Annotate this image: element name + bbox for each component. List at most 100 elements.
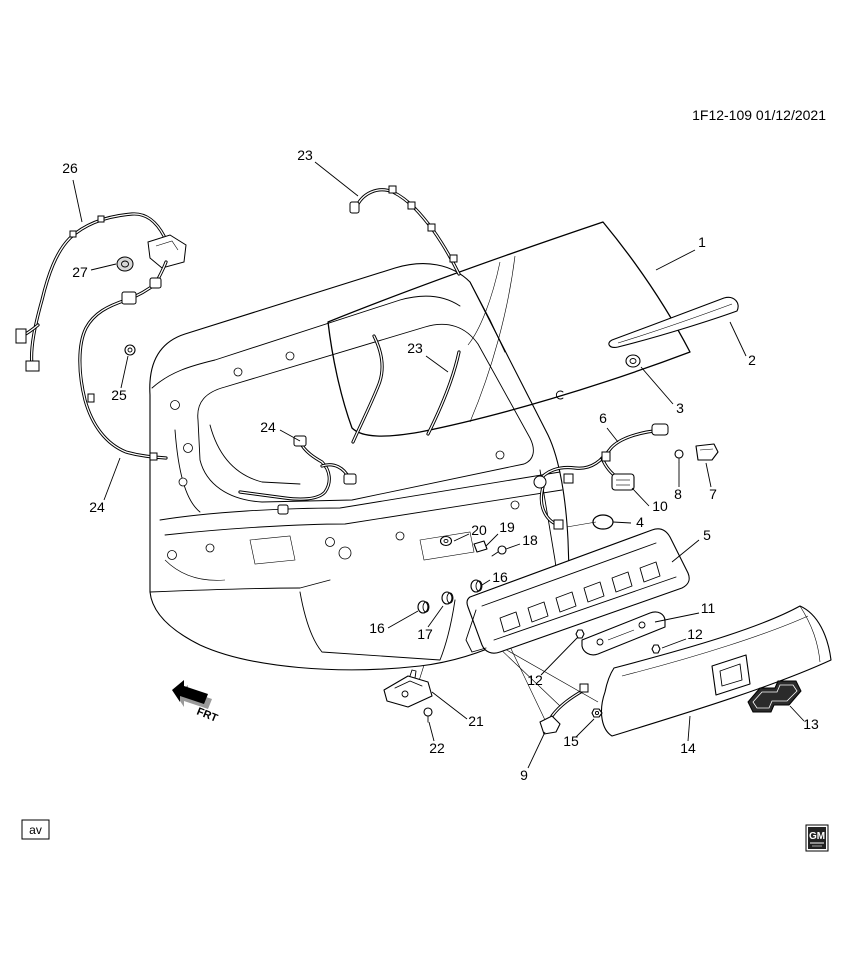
callout-4: 4	[636, 514, 644, 530]
callout-15: 15	[563, 733, 579, 749]
nut-12-lower	[575, 629, 585, 639]
leader-line-16-upper	[481, 579, 491, 586]
callout-6: 6	[599, 410, 607, 426]
callout-3: 3	[676, 400, 684, 416]
leader-line-5	[671, 539, 700, 563]
leader-line-6	[606, 427, 619, 443]
leader-line-21	[431, 691, 468, 720]
callout-21: 21	[468, 713, 484, 729]
callout-16-lower: 16	[369, 620, 385, 636]
callout-17: 17	[417, 626, 433, 642]
leader-line-3	[640, 366, 674, 405]
bumper-16-lower	[417, 600, 430, 614]
wiring-harness-6	[533, 423, 669, 530]
gm-logo-text: GM	[809, 831, 825, 842]
wiring-harness-26	[15, 212, 187, 372]
liftgate-garnish-14	[600, 605, 832, 737]
connector-10	[611, 473, 635, 491]
nut-12-upper	[651, 644, 661, 654]
callout-10: 10	[652, 498, 668, 514]
callout-8: 8	[674, 486, 682, 502]
callout-19: 19	[499, 519, 515, 535]
leader-line-18	[505, 543, 521, 550]
callout-27: 27	[72, 264, 88, 280]
callouts: 23 26 1 27 23 2 25 3 6 24 8 7 10 24 4 20…	[62, 147, 819, 783]
leader-line-17	[427, 605, 444, 628]
callout-1: 1	[698, 234, 706, 250]
bolt-18	[491, 545, 507, 557]
bracket-7	[695, 443, 719, 461]
diagram-reference: 1F12-109 01/12/2021	[692, 107, 826, 123]
callout-7: 7	[709, 486, 717, 502]
leader-line-12-upper	[661, 638, 687, 649]
leader-line-25	[120, 355, 129, 389]
leader-line-9	[527, 731, 546, 769]
nut-15	[591, 708, 603, 718]
callout-9: 9	[520, 767, 528, 783]
front-direction-arrow-icon: FRT	[172, 680, 219, 725]
callout-16-upper: 16	[492, 569, 508, 585]
grommet-27	[116, 256, 134, 272]
callout-13: 13	[803, 716, 819, 732]
callout-12-upper: 12	[687, 626, 703, 642]
wiring-harness-24-outer	[78, 260, 168, 461]
wiring-harness-24-inner	[238, 435, 357, 515]
leader-line-4	[612, 521, 632, 524]
leader-line-16-lower	[387, 610, 419, 629]
callout-5: 5	[703, 527, 711, 543]
leader-line-11	[654, 612, 700, 623]
emblem-13	[747, 680, 802, 713]
leader-line-1	[655, 249, 696, 271]
callout-23-top: 23	[297, 147, 313, 163]
callout-14: 14	[680, 740, 696, 756]
leader-line-10	[631, 487, 650, 507]
washer-20	[439, 535, 453, 547]
grommet-3	[555, 354, 641, 400]
corner-tag: av	[21, 819, 50, 840]
switch-bracket-11	[581, 611, 666, 656]
leader-lines	[72, 161, 805, 769]
leader-line-22	[428, 721, 435, 742]
callout-20: 20	[471, 522, 487, 538]
grommet-25	[124, 344, 136, 356]
bumper-17	[441, 591, 454, 605]
leader-line-12-lower	[540, 636, 579, 676]
leader-line-23-lower	[425, 355, 449, 373]
leader-line-7	[705, 462, 712, 488]
spoiler-2	[608, 296, 739, 348]
leader-line-15	[575, 718, 595, 738]
wiring-harness-23	[349, 185, 461, 444]
leader-line-14	[687, 715, 691, 742]
leader-line-19	[485, 533, 499, 547]
leader-line-27	[90, 263, 117, 271]
callout-18: 18	[522, 532, 538, 548]
bumper-16-upper	[470, 579, 483, 593]
callout-12-lower: 12	[527, 672, 543, 688]
leader-line-2	[729, 321, 747, 357]
bolt-22	[423, 707, 433, 723]
leader-line-13	[789, 705, 805, 722]
gm-logo: GM	[805, 824, 829, 852]
callout-24-inner: 24	[260, 419, 276, 435]
callout-22: 22	[429, 740, 445, 756]
latch-21	[383, 669, 433, 708]
callout-2: 2	[748, 352, 756, 368]
front-direction-label: FRT	[195, 706, 220, 725]
switch-9	[539, 683, 589, 735]
callout-23-lower: 23	[407, 340, 423, 356]
callout-11: 11	[701, 600, 716, 616]
leader-line-20	[453, 533, 470, 542]
leader-line-26	[72, 179, 83, 223]
clip-19	[473, 540, 488, 553]
corner-tag-label: av	[29, 823, 42, 837]
leader-line-24-inner	[279, 429, 301, 442]
leader-line-23-top	[314, 161, 359, 197]
callout-24-outer: 24	[89, 499, 105, 515]
clip-8	[674, 449, 684, 463]
liftgate-glass	[327, 221, 691, 437]
callout-26: 26	[62, 160, 78, 176]
applique-bracket-5	[465, 528, 690, 654]
leader-line-24-outer	[103, 457, 121, 501]
callout-25: 25	[111, 387, 127, 403]
